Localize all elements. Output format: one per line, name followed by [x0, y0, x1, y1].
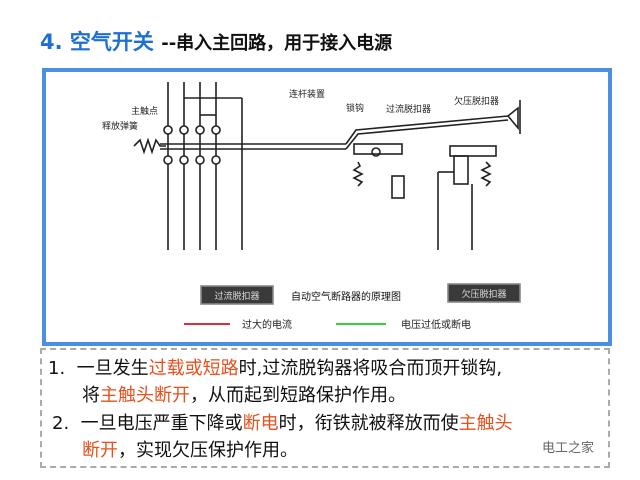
point-2-line-2: 断开，实现欠压保护作用。 [82, 440, 298, 461]
label-linkage: 连杆装置 [289, 88, 325, 100]
diagram-caption: 自动空气断路器的原理图 [291, 290, 401, 303]
undervoltage-button[interactable]: 欠压脱扣器 [447, 283, 521, 303]
diagram-frame: 主触点 释放弹簧 连杆装置 锁钩 过流脱扣器 欠压脱扣器 过流脱扣器 自动空气断… [42, 68, 612, 346]
legend-red-label: 过大的电流 [242, 318, 292, 331]
breaker-diagram: 主触点 释放弹簧 连杆装置 锁钩 过流脱扣器 欠压脱扣器 过流脱扣器 自动空气断… [102, 82, 521, 331]
slide-title: 4. 空气开关 --串入主回路，用于接入电源 [40, 26, 392, 56]
point-1-line-1: 1. 一旦发生过载或短路时,过流脱钩器将吸合而顶开锁钩, [48, 358, 503, 379]
svg-text:过流脱扣器: 过流脱扣器 [214, 290, 259, 302]
title-number: 4. 空气开关 [40, 30, 154, 54]
label-latch: 锁钩 [346, 102, 364, 114]
explanation-box: 1. 一旦发生过载或短路时,过流脱钩器将吸合而顶开锁钩, 将主触头断开，从而起到… [40, 348, 610, 468]
watermark: 电工之家 [541, 441, 594, 456]
main-contacts [163, 125, 221, 165]
label-spring: 释放弹簧 [102, 120, 138, 132]
point-1-line-2: 将主触头断开，从而起到短路保护作用。 [82, 385, 406, 406]
legend-green-label: 电压过低或断电 [401, 318, 471, 331]
svg-text:欠压脱扣器: 欠压脱扣器 [461, 288, 506, 300]
point-2-line-1: 2. 一旦电压严重下降或断电时，衔铁就被释放而使主触头 [52, 413, 513, 434]
label-main-contact: 主触点 [131, 105, 158, 117]
supply-lines [167, 82, 243, 250]
spring [133, 137, 166, 155]
overcurrent-button[interactable]: 过流脱扣器 [200, 285, 274, 305]
label-overcurrent: 过流脱扣器 [386, 103, 431, 115]
label-undervoltage: 欠压脱扣器 [454, 95, 499, 107]
title-subtitle: --串入主回路，用于接入电源 [161, 33, 393, 54]
